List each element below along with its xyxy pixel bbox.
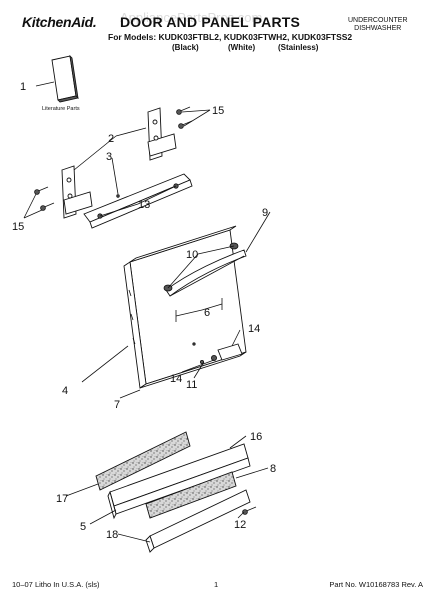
doc-type: UNDERCOUNTER DISHWASHER	[348, 17, 408, 33]
callout-16: 16	[250, 431, 262, 443]
callout-18: 18	[106, 529, 118, 541]
callout-12: 12	[234, 519, 246, 531]
literature-booklet	[35, 54, 79, 103]
models-line: For Models: KUDK03FTBL2, KUDK03FTWH2, KU…	[108, 32, 353, 42]
doc-type-line2: DISHWASHER	[354, 25, 402, 32]
callout-4: 4	[62, 385, 68, 397]
top-rail	[83, 173, 193, 229]
doc-type-line1: UNDERCOUNTER	[348, 17, 408, 24]
footer-page-number: 1	[214, 580, 219, 589]
screws-upper-right	[176, 106, 193, 129]
callout-13: 13	[138, 199, 150, 211]
toe-bracket	[192, 342, 243, 364]
screws-left	[34, 186, 55, 211]
callout-2: 2	[108, 133, 114, 145]
toe-panel-screws	[242, 506, 257, 515]
callout-9: 9	[262, 207, 268, 219]
mounting-bracket-left	[61, 165, 93, 219]
toe-panel	[145, 489, 251, 553]
insulation-strip-upper	[95, 431, 191, 491]
page-title: DOOR AND PANEL PARTS	[120, 14, 301, 30]
lower-channel	[107, 443, 251, 520]
callout-10: 10	[186, 249, 198, 261]
callout-15-left: 15	[12, 221, 24, 233]
literature-label: Literature Parts	[42, 106, 80, 112]
insulation-strip-lower	[145, 471, 237, 519]
callout-3: 3	[106, 151, 112, 163]
leader-lines	[23, 109, 271, 543]
door-panel	[123, 225, 247, 389]
callout-15-upper: 15	[212, 105, 224, 117]
brand-logo: KitchenAid.	[22, 14, 97, 30]
footer-part-number: Part No. W10168783 Rev. A	[329, 580, 423, 589]
variant-black: (Black)	[172, 43, 199, 52]
variant-stainless: (Stainless)	[278, 43, 319, 52]
callout-8: 8	[270, 463, 276, 475]
callout-14-lower: 14	[170, 373, 182, 385]
callout-14-upper: 14	[248, 323, 260, 335]
callout-17: 17	[56, 493, 68, 505]
callout-6: 6	[204, 307, 210, 319]
variant-white: (White)	[228, 43, 256, 52]
callout-5: 5	[80, 521, 86, 533]
footer-litho: 10–07 Litho In U.S.A. (sls)	[12, 580, 100, 589]
callout-11: 11	[186, 379, 197, 391]
callout-1: 1	[20, 81, 26, 93]
mounting-bracket-right	[147, 107, 177, 161]
callout-7: 7	[114, 399, 120, 411]
door-handle	[163, 242, 247, 297]
